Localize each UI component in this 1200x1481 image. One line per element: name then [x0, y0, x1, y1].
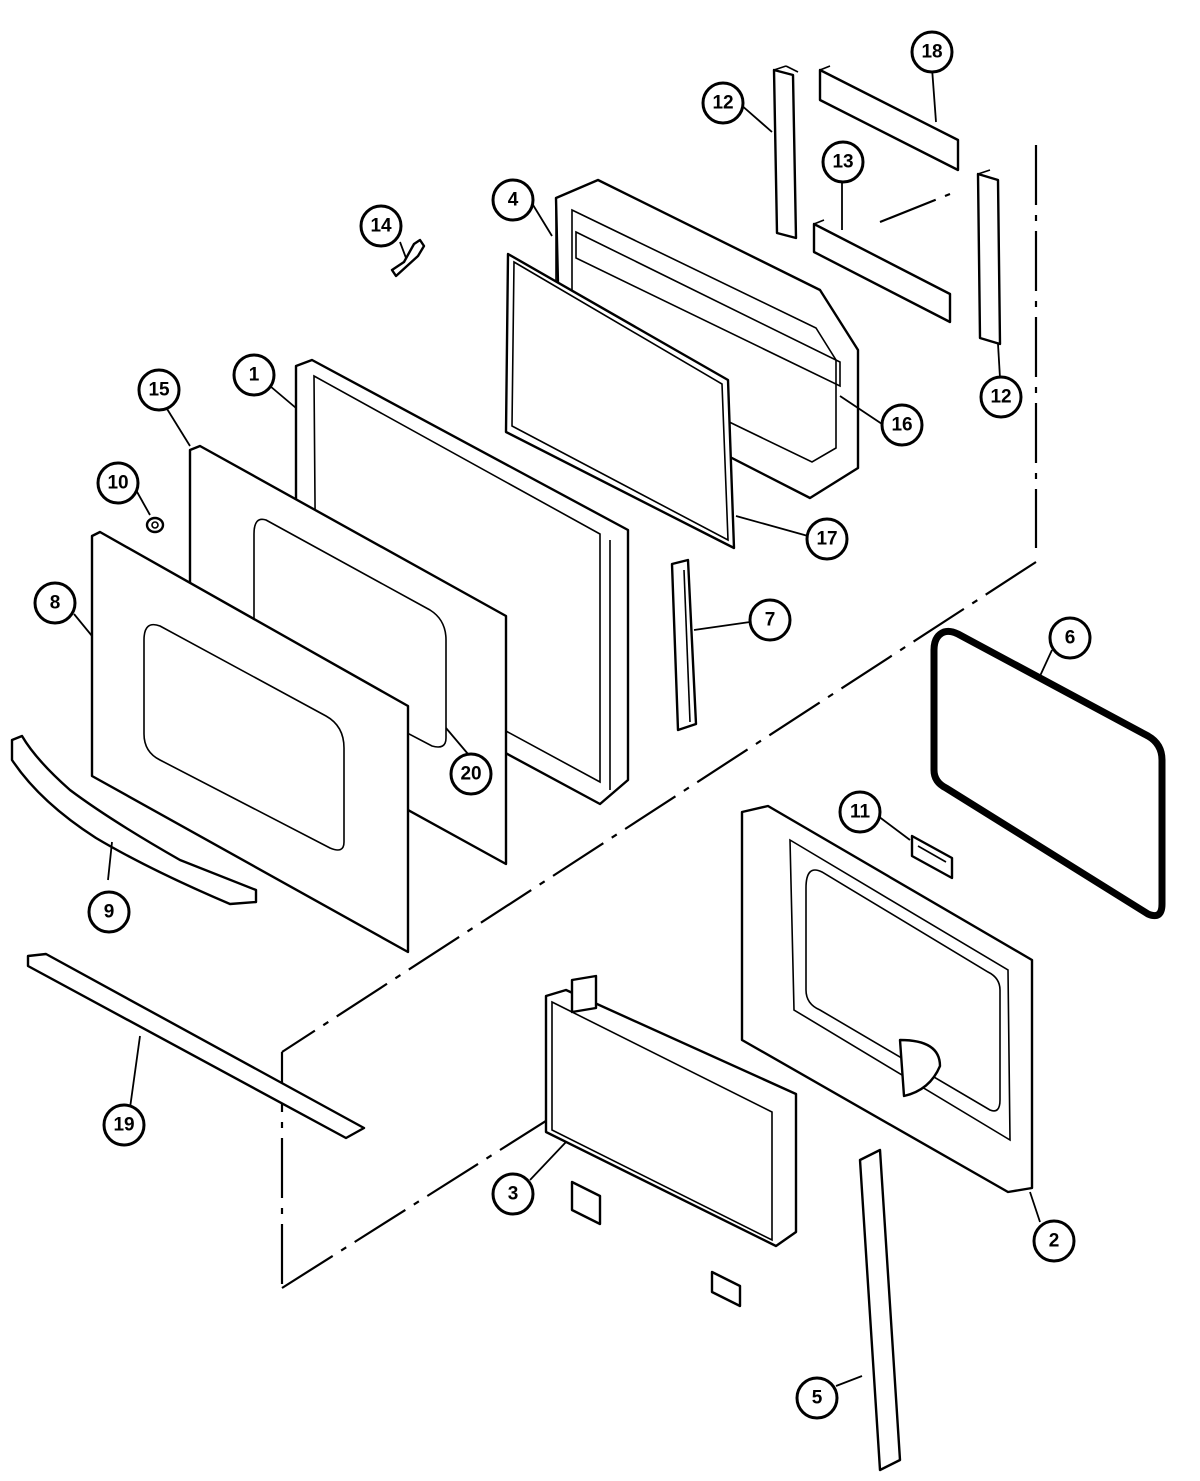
- leaders: [73, 67, 1053, 1387]
- callout-18: 18: [910, 30, 954, 74]
- svg-text:4: 4: [508, 190, 519, 211]
- svg-text:10: 10: [107, 473, 128, 494]
- svg-text:8: 8: [50, 593, 61, 614]
- part-10-nut: [145, 516, 165, 534]
- svg-text:18: 18: [921, 42, 942, 63]
- callout-16: 16: [880, 403, 924, 447]
- callout-5: 5: [795, 1376, 839, 1420]
- part-12-right-strip: [976, 169, 1002, 346]
- callout-14: 14: [359, 204, 403, 248]
- svg-text:3: 3: [508, 1184, 519, 1205]
- callout-13: 13: [821, 140, 865, 184]
- callout-20: 20: [449, 752, 493, 796]
- callout-12-right: 12: [979, 375, 1023, 419]
- svg-text:7: 7: [765, 610, 776, 631]
- part-8-outer-panel: [90, 530, 410, 954]
- callout-11: 11: [838, 790, 882, 834]
- part-9-handle: [10, 734, 258, 906]
- callout-6: 6: [1048, 616, 1092, 660]
- part-18-strip: [818, 65, 960, 172]
- callout-4: 4: [491, 178, 535, 222]
- part-2-inner-door: [740, 804, 1034, 1194]
- callout-17: 17: [805, 517, 849, 561]
- svg-text:17: 17: [816, 529, 837, 550]
- svg-text:15: 15: [148, 380, 170, 401]
- callouts: 18 12 13 4 14 12 16 1 15 10 17 8 7 6 20 …: [33, 30, 1092, 1420]
- part-7-hinge: [670, 558, 698, 732]
- svg-text:5: 5: [812, 1388, 823, 1409]
- callout-19: 19: [102, 1103, 146, 1147]
- callout-3: 3: [491, 1172, 535, 1216]
- part-12-left-strip: [772, 65, 799, 240]
- svg-text:2: 2: [1049, 1231, 1060, 1252]
- svg-text:6: 6: [1065, 628, 1076, 649]
- part-3-glass-pack: [544, 974, 798, 1308]
- callout-8: 8: [33, 581, 77, 625]
- callout-15: 15: [137, 368, 181, 412]
- part-11-clip: [910, 834, 954, 880]
- svg-text:14: 14: [370, 216, 392, 237]
- part-19-trim: [26, 952, 366, 1140]
- svg-text:12: 12: [990, 387, 1011, 408]
- callout-9: 9: [87, 890, 131, 934]
- callout-12-left: 12: [701, 81, 745, 125]
- part-17-glass: [504, 252, 736, 550]
- svg-text:16: 16: [891, 415, 912, 436]
- svg-text:13: 13: [832, 152, 853, 173]
- svg-text:12: 12: [712, 93, 733, 114]
- callout-7: 7: [748, 598, 792, 642]
- svg-text:1: 1: [249, 365, 260, 386]
- callout-1: 1: [232, 353, 276, 397]
- svg-text:11: 11: [850, 802, 871, 823]
- svg-text:19: 19: [113, 1115, 134, 1136]
- callout-2: 2: [1032, 1219, 1076, 1263]
- part-13-strip: [812, 219, 952, 324]
- callout-10: 10: [96, 461, 140, 505]
- part-14-screw: [390, 238, 426, 278]
- svg-text:20: 20: [460, 764, 481, 785]
- part-5-hinge: [858, 1038, 942, 1472]
- svg-text:9: 9: [104, 902, 115, 923]
- part-6-gasket: [930, 627, 1166, 920]
